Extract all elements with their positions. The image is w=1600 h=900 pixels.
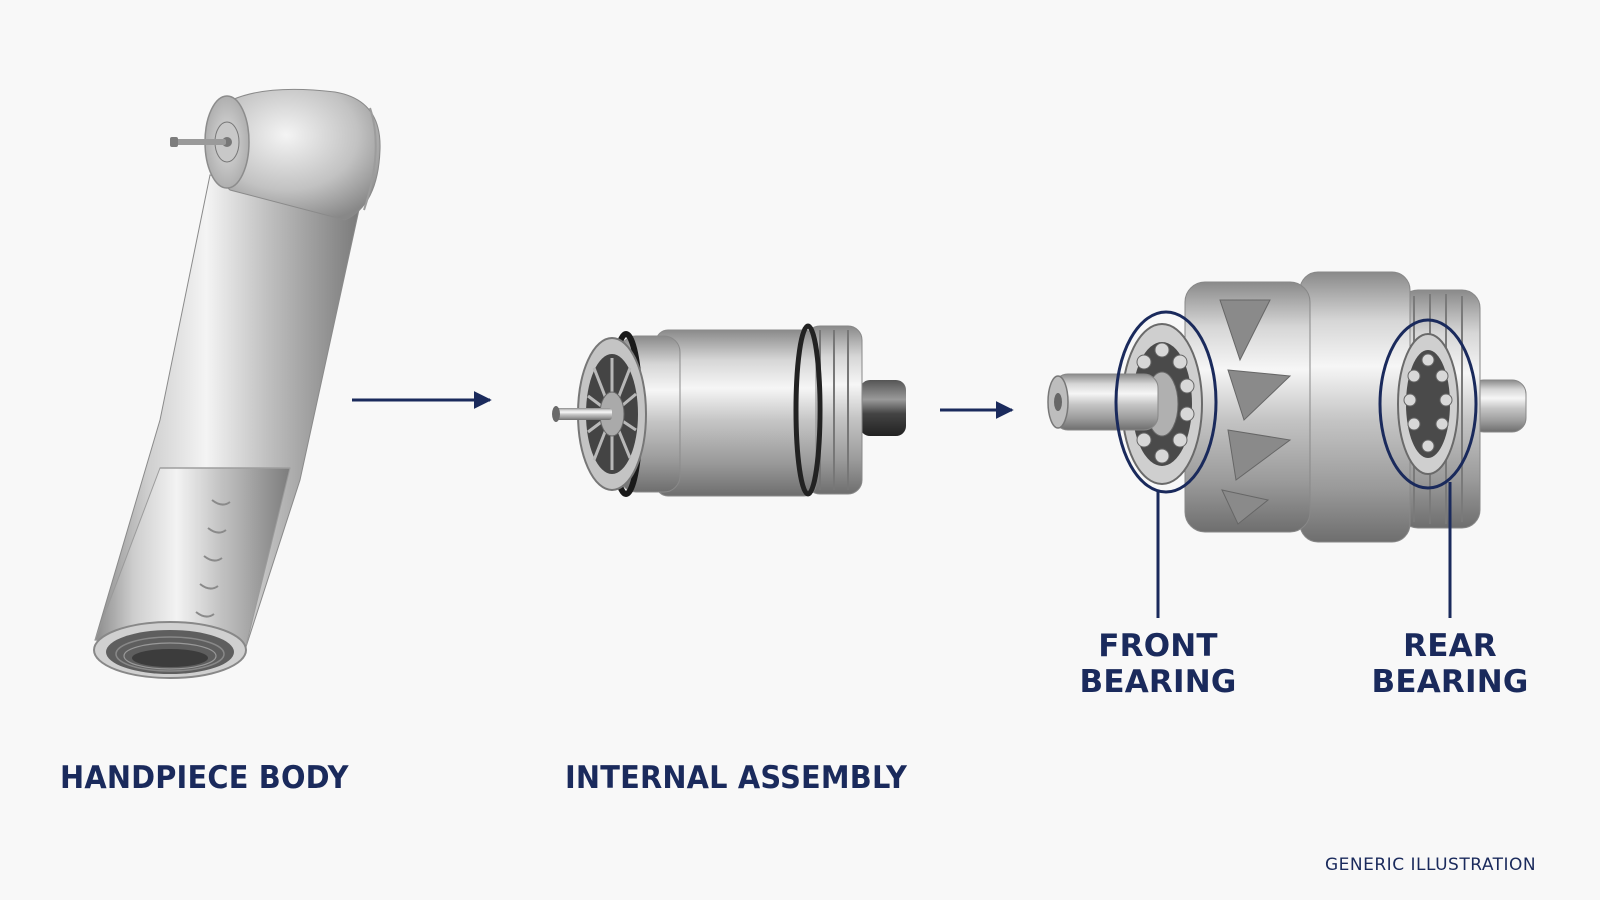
exploded-bearing-illustration (1047, 271, 1527, 618)
rear-bearing-highlight (1378, 318, 1478, 490)
handpiece-body-label: HANDPIECE BODY (60, 760, 349, 796)
front-bearing-label: FRONT BEARING (1078, 628, 1238, 700)
front-bearing-label-line2: BEARING (1079, 664, 1237, 700)
handpiece-body-illustration (93, 88, 381, 679)
rear-bearing-label: REAR BEARING (1370, 628, 1530, 700)
generic-illustration-caption: GENERIC ILLUSTRATION (1325, 855, 1537, 875)
rear-bearing-label-line1: REAR (1403, 628, 1497, 664)
internal-assembly-label: INTERNAL ASSEMBLY (565, 760, 908, 796)
front-bearing-label-line1: FRONT (1098, 628, 1218, 664)
rear-bearing-label-line2: BEARING (1371, 664, 1529, 700)
internal-assembly-illustration (552, 323, 906, 497)
front-bearing-highlight (1114, 310, 1218, 494)
